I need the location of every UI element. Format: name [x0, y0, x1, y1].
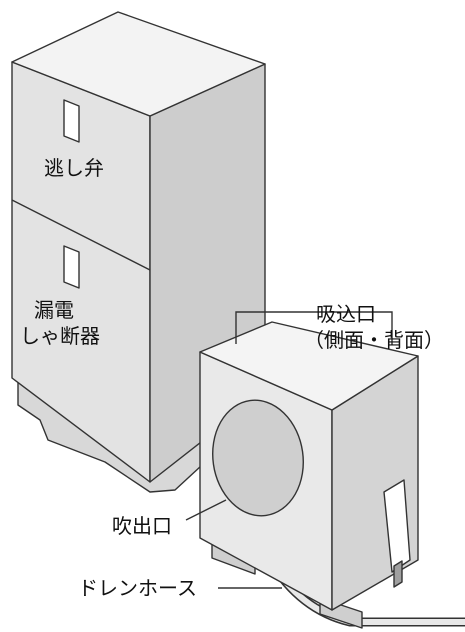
tank-door-split	[11, 199, 151, 271]
relief-valve-panel	[63, 99, 80, 143]
tank-top-face	[11, 11, 266, 117]
drain-hose-label: ドレンホース	[78, 576, 197, 600]
unit-top-face	[199, 321, 419, 411]
outlet-leader	[185, 499, 227, 521]
tank-front-face	[11, 61, 151, 483]
leader-lines	[185, 311, 393, 589]
intake-leader	[235, 311, 393, 345]
intake-label-line1: 吸込口	[316, 302, 376, 326]
side-louvre	[383, 479, 411, 573]
outlet-label: 吹出口	[112, 514, 172, 538]
leakage-breaker-label-line1: 漏電	[34, 298, 74, 322]
leakage-breaker-label-line2: しゃ断器	[20, 324, 100, 348]
side-vent	[393, 560, 403, 588]
outdoor-unit	[199, 321, 419, 629]
relief-valve-label: 逃し弁	[44, 156, 104, 180]
fan-grille	[212, 399, 304, 517]
breaker-panel	[63, 245, 80, 289]
intake-label-line2: （側面・背面）	[304, 328, 444, 352]
